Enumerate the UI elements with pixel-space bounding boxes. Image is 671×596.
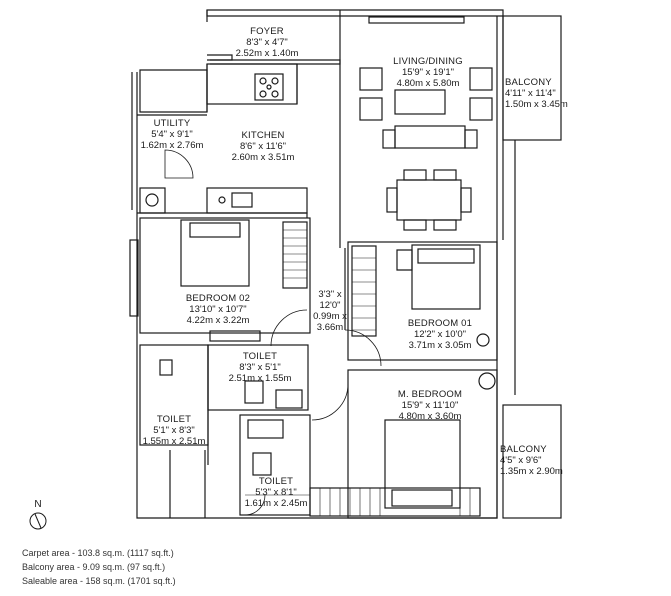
room-dim-ft: 13'10" x 10'7" (189, 304, 247, 315)
room-label-balcony-1: BALCONY 4'11" x 11'4" 1.50m x 3.45m (505, 77, 568, 110)
room-label-bedroom-01: BEDROOM 01 12'2" x 10'0" 3.71m x 3.05m (395, 318, 485, 351)
room-dim-m: 1.61m x 2.45m (244, 498, 308, 509)
room-dim-ft: 4'5" x 9'6" (500, 455, 542, 466)
room-dim-m: 2.60m x 3.51m (231, 152, 295, 163)
outer-wall (168, 470, 498, 519)
toilet-low-outline (239, 414, 311, 516)
room-label-foyer: FOYER 8'3" x 4'7" 2.52m x 1.40m (212, 26, 322, 59)
room-dim-ft: 4'11" x 11'4" (505, 88, 556, 99)
outer-wall (136, 72, 168, 519)
bedroom-02-outline (139, 217, 311, 334)
passage-dim-m-2: 3.66m (316, 322, 344, 333)
room-dim-ft: 12'2" x 10'0" (413, 329, 467, 340)
room-dim-m: 1.50m x 3.45m (505, 99, 568, 110)
room-dim-ft: 8'6" x 11'6" (239, 141, 287, 152)
room-label-bedroom-02: BEDROOM 02 13'10" x 10'7" 4.22m x 3.22m (173, 293, 263, 326)
outer-wall (206, 10, 498, 240)
room-name: BALCONY (500, 444, 547, 455)
area-summary: Carpet area - 103.8 sq.m. (1117 sq.ft.) … (22, 546, 176, 588)
room-name: BALCONY (505, 77, 552, 88)
room-label-passage: 3'3" x 12'0" 0.99m x 3.66m (310, 289, 350, 333)
balcony-2-rail (502, 404, 562, 519)
room-dim-m: 1.35m x 2.90m (500, 466, 563, 477)
room-name: KITCHEN (241, 130, 285, 141)
room-name: LIVING/DINING (393, 56, 463, 67)
room-label-toilet-left: TOILET 5'1" x 8'3" 1.55m x 2.51m (136, 414, 212, 447)
room-dim-ft: 5'3" x 8'1" (255, 487, 297, 498)
balcony-1-rail (502, 15, 562, 141)
room-dim-ft: 5'4" x 9'1" (151, 129, 193, 140)
room-dim-ft: 8'3" x 4'7" (246, 37, 288, 48)
room-dim-m: 4.22m x 3.22m (186, 315, 250, 326)
room-label-toilet-low: TOILET 5'3" x 8'1" 1.61m x 2.45m (240, 476, 312, 509)
room-name: UTILITY (153, 118, 191, 129)
passage-dim-m: 0.99m x (313, 311, 347, 322)
outer-wall (139, 69, 208, 113)
passage-dim-ft-2: 12'0" (319, 300, 341, 311)
outer-wall (206, 9, 504, 17)
room-name: BEDROOM 01 (407, 318, 473, 329)
room-dim-m: 3.71m x 3.05m (408, 340, 472, 351)
balcony-area: Balcony area - 9.09 sq.m. (97 sq.ft.) (22, 562, 166, 572)
room-name: M. BEDROOM (397, 389, 463, 400)
room-dim-ft: 15'9" x 19'1" (401, 67, 455, 78)
carpet-area: Carpet area - 103.8 sq.m. (1117 sq.ft.) (22, 548, 174, 558)
room-label-utility: UTILITY 5'4" x 9'1" 1.62m x 2.76m (137, 118, 207, 151)
room-dim-ft: 5'1" x 8'3" (153, 425, 195, 436)
bedroom-01-outline (347, 241, 498, 361)
room-dim-m: 2.51m x 1.55m (228, 373, 292, 384)
room-dim-m: 1.62m x 2.76m (140, 140, 204, 151)
room-name: TOILET (258, 476, 294, 487)
room-dim-m: 1.55m x 2.51m (142, 436, 206, 447)
room-label-living-dining: LIVING/DINING 15'9" x 19'1" 4.80m x 5.80… (378, 56, 478, 89)
room-name: TOILET (242, 351, 278, 362)
north-arrow (29, 512, 47, 530)
room-label-kitchen: KITCHEN 8'6" x 11'6" 2.60m x 3.51m (223, 130, 303, 163)
saleable-area: Saleable area - 158 sq.m. (1701 sq.ft.) (22, 576, 176, 586)
room-dim-ft: 15'9" x 11'10" (401, 400, 459, 411)
m-bedroom-outline (347, 369, 498, 519)
room-label-m-bedroom: M. BEDROOM 15'9" x 11'10" 4.80m x 3.60m (380, 389, 480, 422)
room-dim-ft: 8'3" x 5'1" (239, 362, 281, 373)
room-dim-m: 2.52m x 1.40m (235, 48, 299, 59)
north-label: N (34, 499, 42, 510)
room-name: TOILET (156, 414, 192, 425)
room-dim-m: 4.80m x 5.80m (396, 78, 460, 89)
room-label-balcony-2: BALCONY 4'5" x 9'6" 1.35m x 2.90m (500, 444, 563, 477)
passage-dim-ft: 3'3" x (318, 289, 342, 300)
room-dim-m: 4.80m x 3.60m (398, 411, 462, 422)
room-name: BEDROOM 02 (185, 293, 251, 304)
room-label-toilet-mid: TOILET 8'3" x 5'1" 2.51m x 1.55m (220, 351, 300, 384)
room-name: FOYER (250, 26, 284, 37)
